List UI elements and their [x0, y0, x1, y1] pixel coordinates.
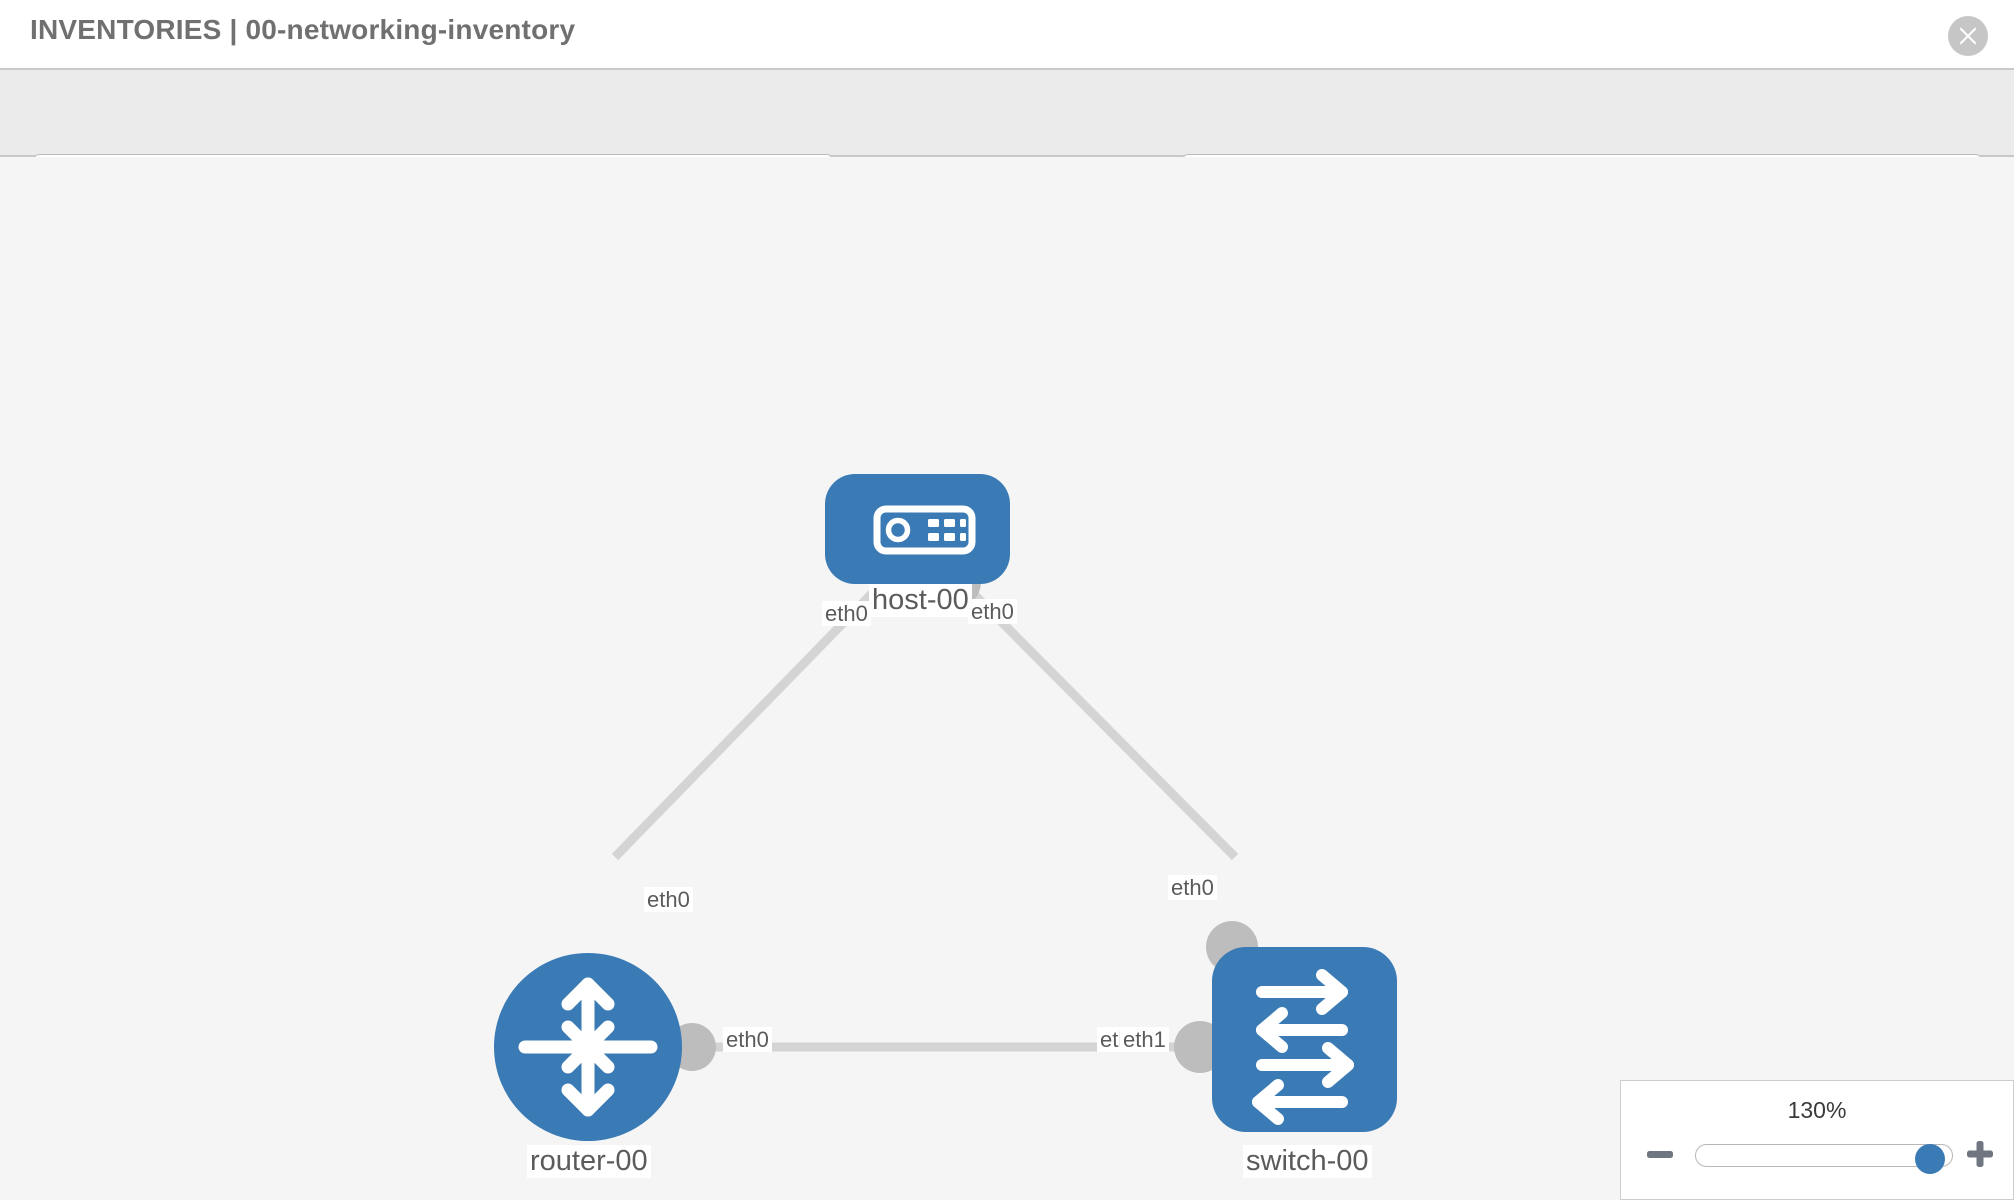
zoom-percent-label: 130%: [1787, 1097, 1847, 1123]
iface-label-host-eth0-left: eth0: [822, 601, 871, 627]
topology-links: [611, 571, 1239, 1052]
node-router-00[interactable]: [494, 953, 682, 1141]
iface-label-switch-host-eth0: eth0: [1168, 875, 1217, 901]
zoom-control-panel: 130%: [1620, 1080, 2014, 1200]
iface-label-router-host-eth0: eth0: [644, 887, 693, 913]
zoom-slider-row: [1621, 1137, 2013, 1177]
page-title: INVENTORIES | 00-networking-inventory: [30, 14, 576, 45]
node-label-host-00: host-00: [869, 584, 972, 618]
topology-ports: [668, 556, 1258, 1073]
close-icon[interactable]: [1948, 16, 1988, 56]
iface-label-switch-eth1: eth1: [1120, 1027, 1169, 1053]
zoom-slider-track[interactable]: [1695, 1144, 1953, 1174]
node-host-00[interactable]: [825, 474, 1010, 584]
node-switch-00[interactable]: [1212, 947, 1397, 1132]
switch-arrows-icon: [1252, 969, 1354, 1125]
page-header: INVENTORIES | 00-networking-inventory: [0, 0, 2014, 70]
iface-label-host-eth0-right: eth0: [968, 599, 1017, 625]
router-arrows-icon: [518, 977, 658, 1117]
server-device-icon: [873, 505, 976, 555]
topology-canvas[interactable]: eth0 host-00 eth0 eth0 eth0 eth0 eth eth…: [0, 157, 2014, 1200]
minus-icon[interactable]: [1643, 1137, 1677, 1171]
node-label-switch-00: switch-00: [1243, 1145, 1372, 1179]
plus-icon[interactable]: [1963, 1137, 1997, 1171]
topology-graph[interactable]: [0, 157, 2014, 1200]
zoom-slider-thumb[interactable]: [1915, 1144, 1945, 1174]
iface-label-router-eth0: eth0: [723, 1027, 772, 1053]
toolbar: ACTIONS SEARCH: [0, 70, 2014, 212]
node-host-00-shape[interactable]: [825, 474, 1010, 584]
node-label-router-00: router-00: [527, 1145, 651, 1179]
